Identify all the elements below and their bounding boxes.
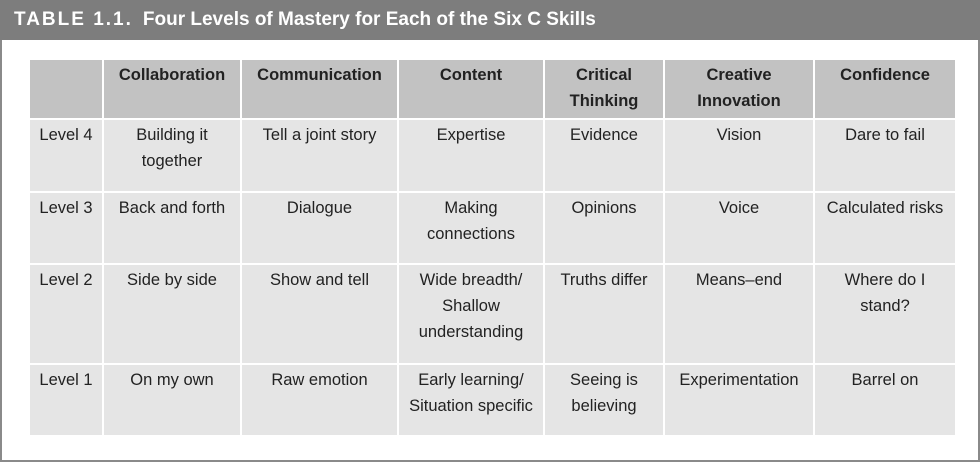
table-row: Level 2 Side by side Show and tell Wide … xyxy=(30,265,955,363)
table-cell: Side by side xyxy=(104,265,240,363)
table-cell: Opinions xyxy=(545,193,663,263)
header-creative-innovation: Creative Innovation xyxy=(665,60,813,118)
table-row: Level 3 Back and forth Dialogue Making c… xyxy=(30,193,955,263)
corner-cell xyxy=(30,60,102,118)
table-cell: Experimentation xyxy=(665,365,813,435)
header-confidence: Confidence xyxy=(815,60,955,118)
table-cell: Show and tell xyxy=(242,265,397,363)
table-row: Level 4 Building it together Tell a join… xyxy=(30,120,955,191)
table-cell: Building it together xyxy=(104,120,240,191)
table-label: TABLE 1.1. xyxy=(14,9,133,30)
table-cell: Where do I stand? xyxy=(815,265,955,363)
table-cell: Calculated risks xyxy=(815,193,955,263)
table-cell: Evidence xyxy=(545,120,663,191)
table-cell: Truths differ xyxy=(545,265,663,363)
table-cell: Means–end xyxy=(665,265,813,363)
table-cell: Seeing is believing xyxy=(545,365,663,435)
level-cell: Level 2 xyxy=(30,265,102,363)
table-cell: On my own xyxy=(104,365,240,435)
level-cell: Level 3 xyxy=(30,193,102,263)
table-cell: Expertise xyxy=(399,120,543,191)
table-cell: Dare to fail xyxy=(815,120,955,191)
mastery-table: Collaboration Communication Content Crit… xyxy=(28,58,957,437)
table-cell: Wide breadth/ Shallow understanding xyxy=(399,265,543,363)
header-communication: Communication xyxy=(242,60,397,118)
level-cell: Level 4 xyxy=(30,120,102,191)
table-cell: Tell a joint story xyxy=(242,120,397,191)
table-cell: Voice xyxy=(665,193,813,263)
table-cell: Dialogue xyxy=(242,193,397,263)
header-collaboration: Collaboration xyxy=(104,60,240,118)
table-cell: Early learning/ Situation specific xyxy=(399,365,543,435)
header-row: Collaboration Communication Content Crit… xyxy=(30,60,955,118)
header-critical-thinking: Critical Thinking xyxy=(545,60,663,118)
table-cell: Barrel on xyxy=(815,365,955,435)
table-cell: Vision xyxy=(665,120,813,191)
table-title-bar: TABLE 1.1. Four Levels of Mastery for Ea… xyxy=(0,0,980,40)
table-row: Level 1 On my own Raw emotion Early lear… xyxy=(30,365,955,435)
header-content: Content xyxy=(399,60,543,118)
table-cell: Making connections xyxy=(399,193,543,263)
level-cell: Level 1 xyxy=(30,365,102,435)
table-cell: Raw emotion xyxy=(242,365,397,435)
table-cell: Back and forth xyxy=(104,193,240,263)
table-title: Four Levels of Mastery for Each of the S… xyxy=(142,9,596,30)
